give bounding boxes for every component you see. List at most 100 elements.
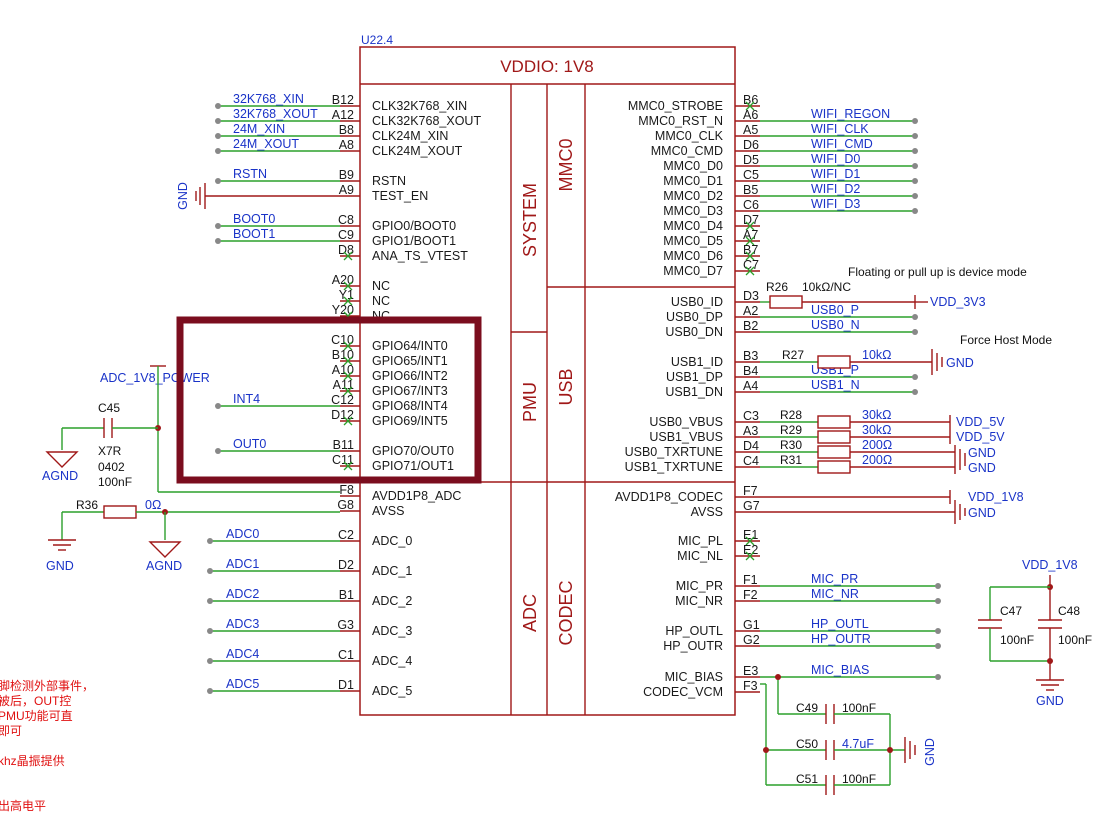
pin-name: USB1_ID xyxy=(671,355,723,369)
net-label: 24M_XIN xyxy=(233,122,285,136)
pin-name: MMC0_D3 xyxy=(663,204,723,218)
pin-number: F2 xyxy=(743,588,758,602)
section-label-mmc0: MMC0 xyxy=(556,139,576,192)
c49-value: 100nF xyxy=(842,701,876,715)
net-label: 32K768_XIN xyxy=(233,92,304,106)
r27-ref: R27 xyxy=(782,348,804,362)
pin-name: USB1_DN xyxy=(665,385,723,399)
pin-name: HP_OUTR xyxy=(663,639,723,653)
decoupling-gnd-label: GND xyxy=(1036,694,1064,708)
pin-number: A20 xyxy=(332,273,354,287)
pin-name: MMC0_D0 xyxy=(663,159,723,173)
pin-name: ADC_1 xyxy=(372,564,412,578)
pin-number: G7 xyxy=(743,499,760,513)
net-label: INT4 xyxy=(233,392,260,406)
section-label-usb: USB xyxy=(556,368,576,405)
pin-number: D12 xyxy=(331,408,354,422)
pin-number: A3 xyxy=(743,424,758,438)
pin-name: CLK32K768_XIN xyxy=(372,99,467,113)
net-label: WIFI_CLK xyxy=(811,122,869,136)
net-label: WIFI_REGON xyxy=(811,107,890,121)
pin-number: C12 xyxy=(331,393,354,407)
c49-ref: C49 xyxy=(796,701,818,715)
r31-value: 200Ω xyxy=(862,453,892,467)
pin-name: MIC_BIAS xyxy=(665,670,723,684)
no-connect-mark xyxy=(343,371,353,381)
r30-net: GND xyxy=(968,446,996,460)
pin-name: ADC_0 xyxy=(372,534,412,548)
note-cn-5: khz晶振提供 xyxy=(0,753,65,768)
pin-name: ADC_4 xyxy=(372,654,412,668)
pin-name: NC xyxy=(372,279,390,293)
pin-number: C10 xyxy=(331,333,354,347)
r26-value: 10kΩ/NC xyxy=(802,280,851,294)
no-connect-mark xyxy=(745,266,755,276)
net-label: MIC_PR xyxy=(811,572,858,586)
gnd-label-r36: GND xyxy=(46,559,74,573)
r28-net: VDD_5V xyxy=(956,415,1005,429)
pin-number: G3 xyxy=(337,618,354,632)
c48-value: 100nF xyxy=(1058,633,1092,647)
net-label: WIFI_D0 xyxy=(811,152,860,166)
pin-name: GPIO1/BOOT1 xyxy=(372,234,456,248)
pin-name: MIC_PR xyxy=(676,579,723,593)
pin-number: G2 xyxy=(743,633,760,647)
pin-number: D6 xyxy=(743,138,759,152)
note-cn-4: 即可 xyxy=(0,724,22,738)
pin-name: MIC_NR xyxy=(675,594,723,608)
pin-number: A12 xyxy=(332,108,354,122)
pin-number: A8 xyxy=(339,138,354,152)
c51-ref: C51 xyxy=(796,772,818,786)
decoupling-vdd-label: VDD_1V8 xyxy=(1022,558,1078,572)
right-circuit: R26 10kΩ/NC VDD_3V3 Floating or pull up … xyxy=(760,265,1092,795)
section-label-system: SYSTEM xyxy=(520,183,540,257)
no-connect-mark xyxy=(745,551,755,561)
no-connect-mark xyxy=(343,281,353,291)
pin-name: ADC_2 xyxy=(372,594,412,608)
note-cn-1: 脚检测外部事件， xyxy=(0,678,94,693)
pin-name: AVDD1P8_ADC xyxy=(372,489,461,503)
pin-number: A11 xyxy=(333,378,354,392)
pin-number: C4 xyxy=(743,454,759,468)
pin-name: AVDD1P8_CODEC xyxy=(615,490,723,504)
note-cn-2: 被后，OUT控 xyxy=(0,694,71,708)
pin-number: B1 xyxy=(339,588,354,602)
ic-title: VDDIO: 1V8 xyxy=(500,57,594,76)
net-label: WIFI_CMD xyxy=(811,137,873,151)
left-circuit: GND ADC_1V8_POWER C45 X7R 0402 100nF AGN… xyxy=(42,182,340,573)
pin-number: F3 xyxy=(743,679,758,693)
note-cn-3: PMU功能可直 xyxy=(0,709,73,723)
pin-name: USB0_TXRTUNE xyxy=(625,445,723,459)
pin-number: C3 xyxy=(743,409,759,423)
net-label: ADC1 xyxy=(226,557,259,571)
ic-symbol: U22.4 VDDIO: 1V8 SYSTEM MMC0 PMU USB ADC… xyxy=(359,33,736,716)
note-device-mode: Floating or pull up is device mode xyxy=(848,265,1027,279)
no-connect-mark xyxy=(343,356,353,366)
pin-number: B9 xyxy=(339,168,354,182)
pin-number: D4 xyxy=(743,439,759,453)
net-label: ADC0 xyxy=(226,527,259,541)
pin-number: B12 xyxy=(332,93,354,107)
pin-name: USB0_DN xyxy=(665,325,723,339)
net-label: USB0_P xyxy=(811,303,859,317)
